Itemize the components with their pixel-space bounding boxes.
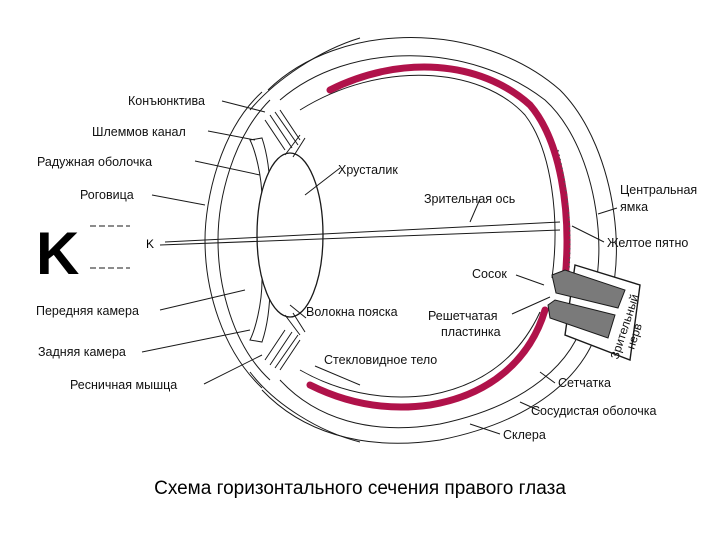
label-lamina-2: пластинка: [441, 325, 501, 339]
optic-nerve-core-bottom: [547, 299, 616, 339]
label-iris: Радужная оболочка: [37, 155, 152, 169]
retina-line: [299, 74, 556, 398]
diagram-caption: Схема горизонтального сечения правого гл…: [154, 478, 566, 499]
label-fovea-1: Центральная: [620, 183, 697, 197]
label-papilla: Сосок: [472, 267, 507, 281]
choroid-band: [326, 63, 571, 284]
label-anterior-chamber: Передняя камера: [36, 304, 139, 318]
zonule-fibers: [284, 134, 306, 336]
label-conjunctiva: Конъюнктива: [128, 94, 205, 108]
label-lens: Хрусталик: [338, 163, 398, 177]
visual-axis: [164, 221, 561, 243]
label-visual-axis: Зрительная ось: [424, 192, 515, 206]
label-sclera: Склера: [503, 428, 546, 442]
label-vitreous: Стекловидное тело: [324, 353, 437, 367]
conjunctiva-line-lower: [249, 371, 361, 443]
optical-axis: [159, 229, 561, 246]
label-retina: Сетчатка: [558, 376, 611, 390]
label-macula: Желтое пятно: [607, 236, 688, 250]
label-lamina-1: Решетчатая: [428, 309, 498, 323]
label-fovea-2: ямка: [620, 200, 648, 214]
label-choroid: Сосудистая оболочка: [531, 404, 657, 418]
ciliary-hatch-upper: [264, 109, 301, 151]
retina-dots: [557, 149, 571, 281]
label-ciliary: Ресничная мышца: [70, 378, 177, 392]
conjunctiva-line: [249, 37, 361, 111]
ciliary-hatch-lower: [264, 329, 301, 371]
object-letter-small: K: [146, 237, 154, 251]
choroid-band-lower: [306, 306, 549, 411]
label-zonule: Волокна пояска: [306, 305, 398, 319]
label-cornea: Роговица: [80, 188, 134, 202]
object-letter-big: K: [36, 220, 79, 287]
cornea-inner: [217, 99, 271, 381]
label-schlemm: Шлеммов канал: [92, 125, 186, 139]
optic-nerve-core-top: [551, 269, 626, 309]
label-posterior-chamber: Задняя камера: [38, 345, 126, 359]
leaders: [141, 100, 618, 435]
